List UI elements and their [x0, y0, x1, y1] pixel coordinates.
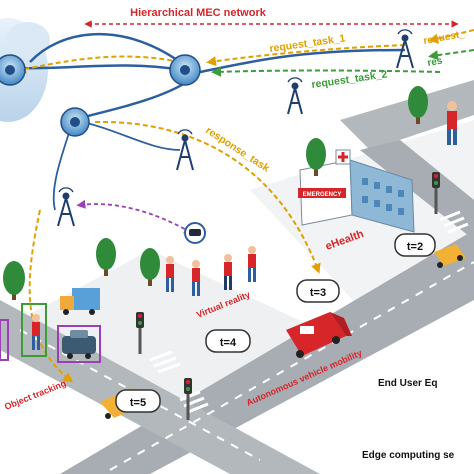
- page-title: Hierarchical MEC network: [130, 7, 267, 19]
- response-far-label: res: [427, 55, 444, 69]
- road-top: [340, 80, 474, 150]
- crosswalk: [149, 210, 469, 414]
- hospital-icon: [298, 149, 415, 233]
- request-arrow-1: [206, 44, 406, 67]
- edge-computing-label: Edge computing se: [362, 450, 455, 461]
- time-step-label: t=5: [130, 397, 146, 409]
- time-step-label: t=2: [407, 241, 423, 253]
- ambulance-icon: [286, 312, 352, 358]
- person-icon: [32, 101, 457, 350]
- tree-icon: [3, 86, 428, 300]
- time-step-bubbles: [115, 233, 436, 413]
- request-arrow-far-1: [428, 29, 474, 44]
- response-task-label: response_task: [203, 124, 271, 174]
- response-arrow-left: [28, 209, 74, 383]
- time-step-label: t=3: [310, 287, 326, 299]
- end-user-equipment-label: End User Eq: [378, 378, 437, 389]
- lane-markings: [19, 261, 474, 471]
- request-task-far-label: request_: [423, 29, 466, 47]
- object-tracking-frames: [0, 303, 101, 363]
- object-tracking-label: Object tracking: [3, 378, 68, 412]
- request-arrow-2: [211, 66, 441, 77]
- backbone-links: [9, 33, 406, 211]
- cell-tower-icon: [57, 29, 414, 227]
- emergency-sign: EMERGENCY: [303, 192, 342, 198]
- edge-server-icon: [0, 54, 201, 137]
- title-bg: [118, 4, 278, 20]
- vr-link-arrow: [76, 199, 194, 234]
- traffic-light-icon: [136, 172, 440, 420]
- vr-headset-icon: [184, 222, 206, 244]
- time-step-label: t=4: [220, 337, 237, 349]
- request-task-2-label: request_task_2: [311, 68, 389, 91]
- road-cross: [360, 140, 474, 240]
- car-icon: [62, 330, 96, 359]
- upper-return-arrow: [16, 55, 181, 74]
- truck-icon: [60, 288, 100, 315]
- request-arrow-far-2: [428, 49, 474, 61]
